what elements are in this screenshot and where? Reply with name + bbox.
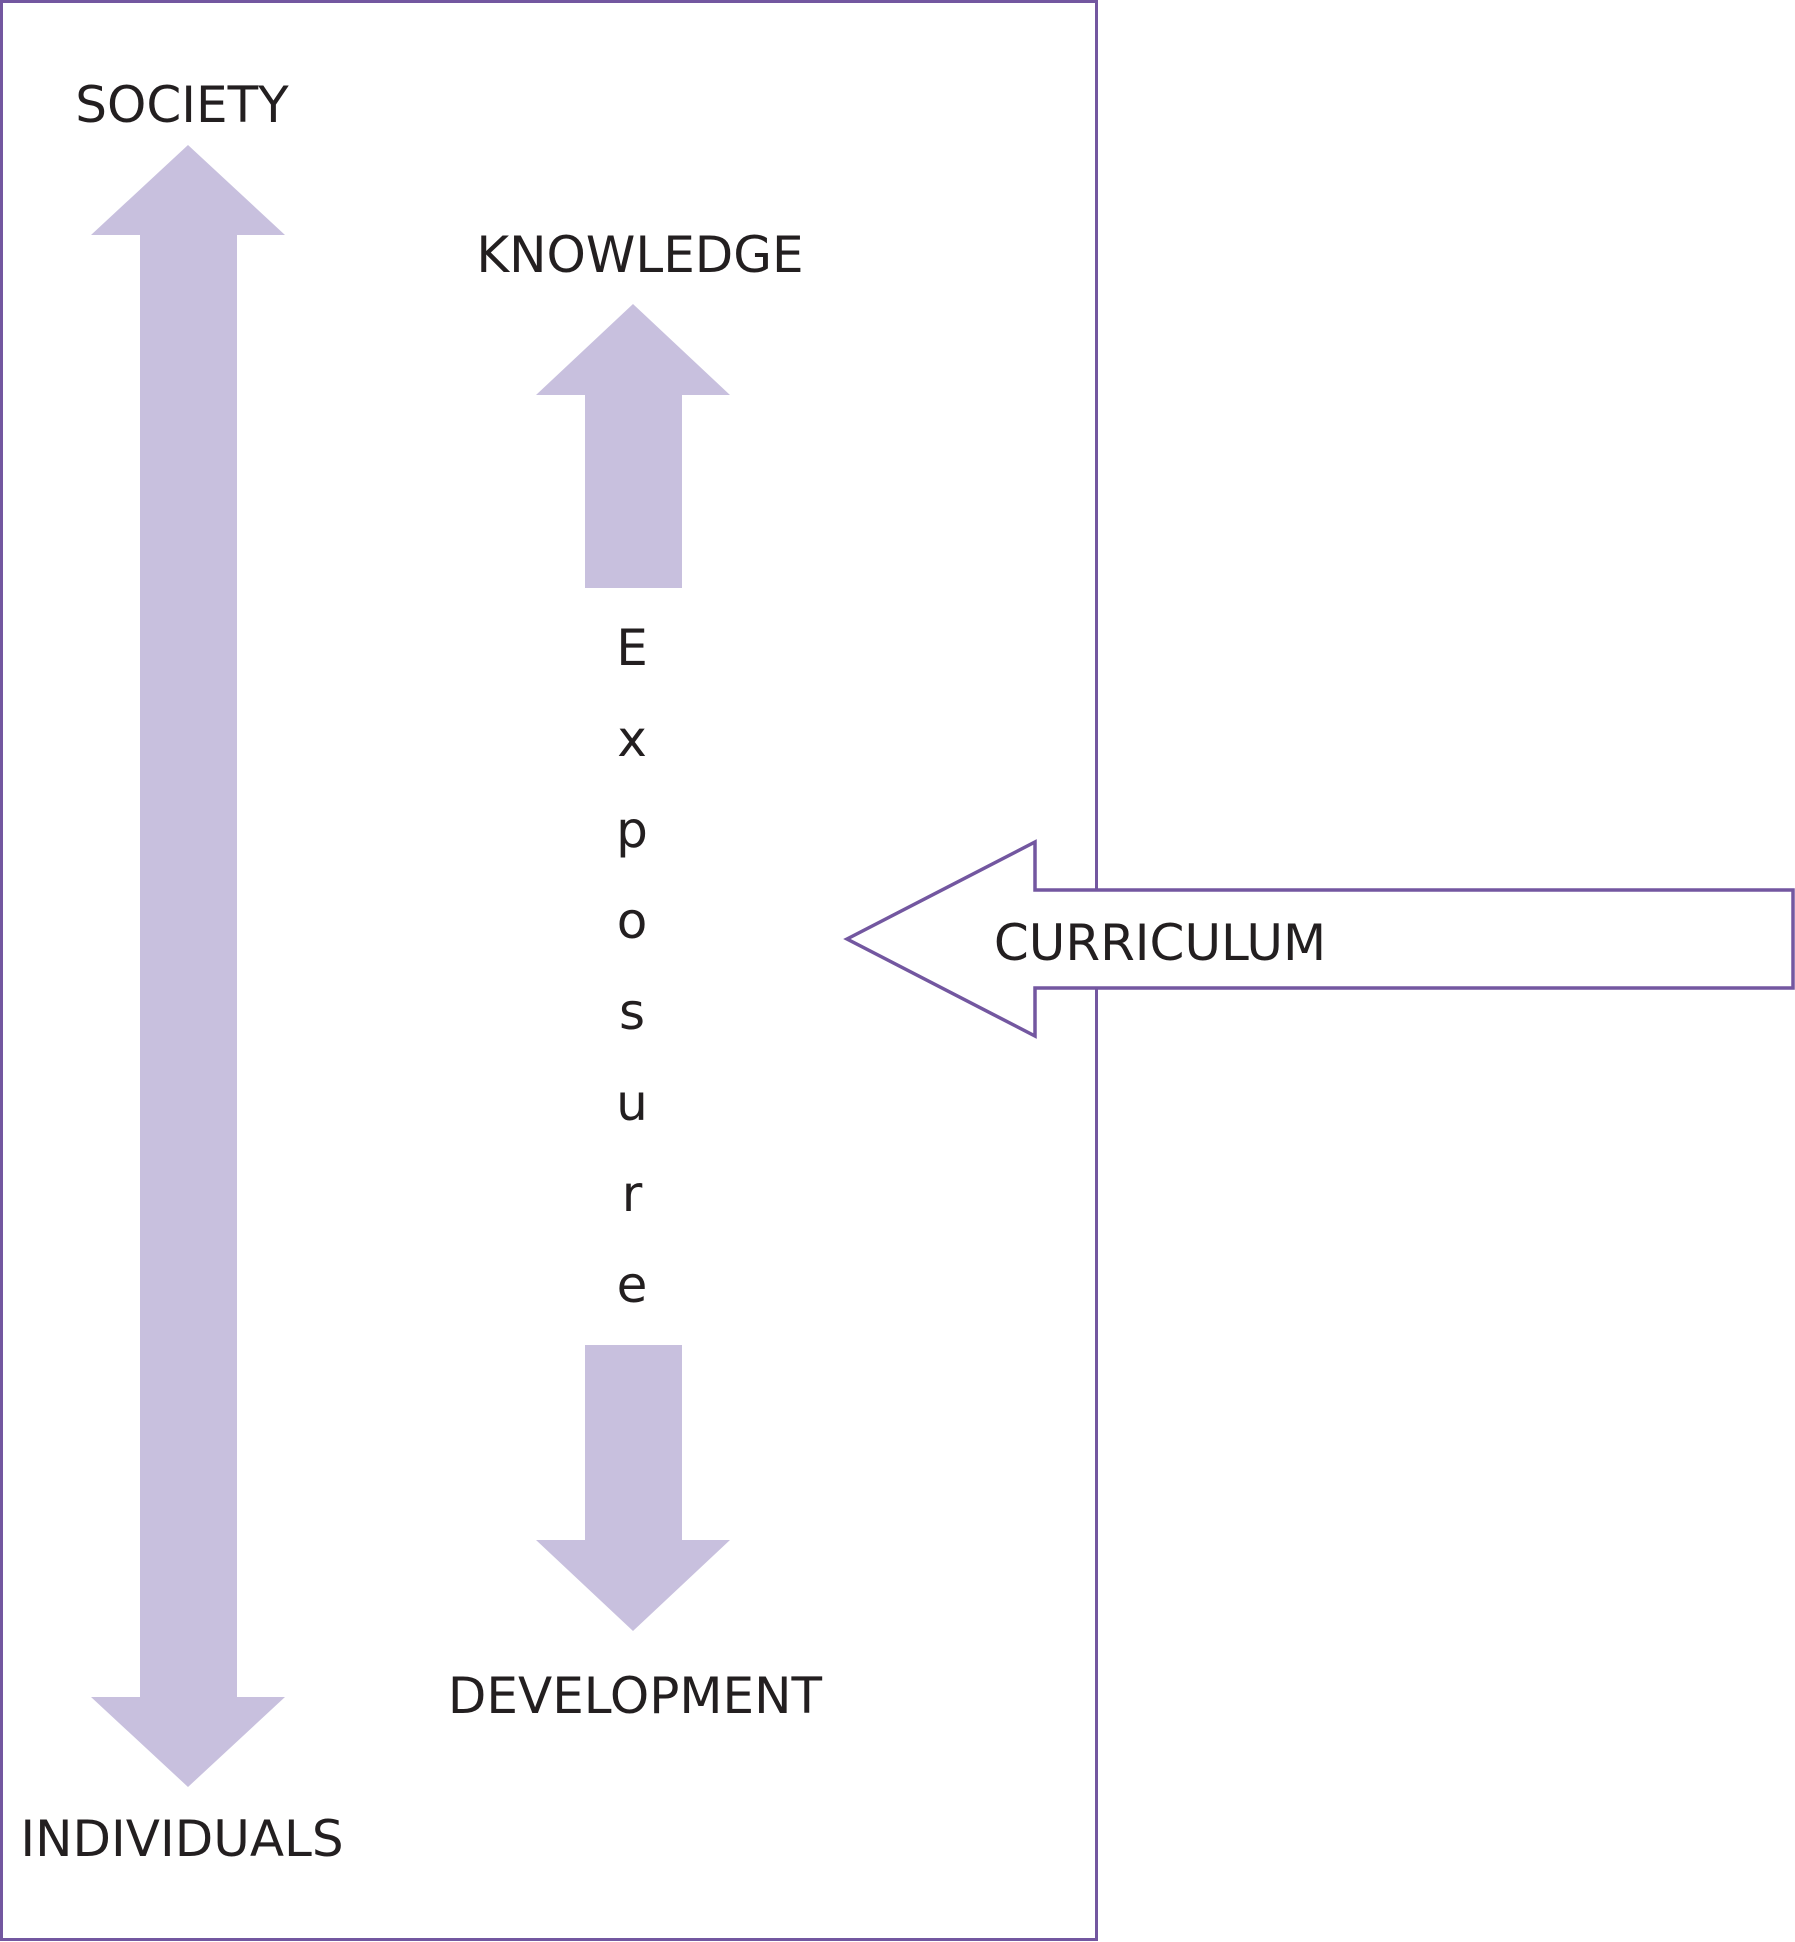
label-knowledge: KNOWLEDGE	[476, 226, 803, 284]
exposure-letter: r	[622, 1165, 643, 1223]
exposure-letter: x	[617, 710, 647, 768]
exposure-letter: p	[616, 801, 648, 859]
knowledge-up-arrow	[536, 304, 730, 588]
exposure-letter: u	[616, 1074, 648, 1132]
society-individuals-double-arrow	[91, 145, 285, 1787]
label-development: DEVELOPMENT	[448, 1667, 823, 1725]
exposure-vertical-text: E x p o s u r e	[616, 619, 648, 1314]
exposure-letter: e	[617, 1256, 648, 1314]
label-curriculum: CURRICULUM	[994, 914, 1326, 972]
label-individuals: INDIVIDUALS	[20, 1810, 343, 1868]
exposure-letter: s	[619, 983, 645, 1041]
exposure-letter: o	[617, 892, 648, 950]
development-down-arrow	[536, 1345, 730, 1631]
curriculum-left-arrow	[843, 839, 1795, 1039]
label-society: SOCIETY	[75, 76, 289, 134]
exposure-letter: E	[616, 619, 648, 677]
